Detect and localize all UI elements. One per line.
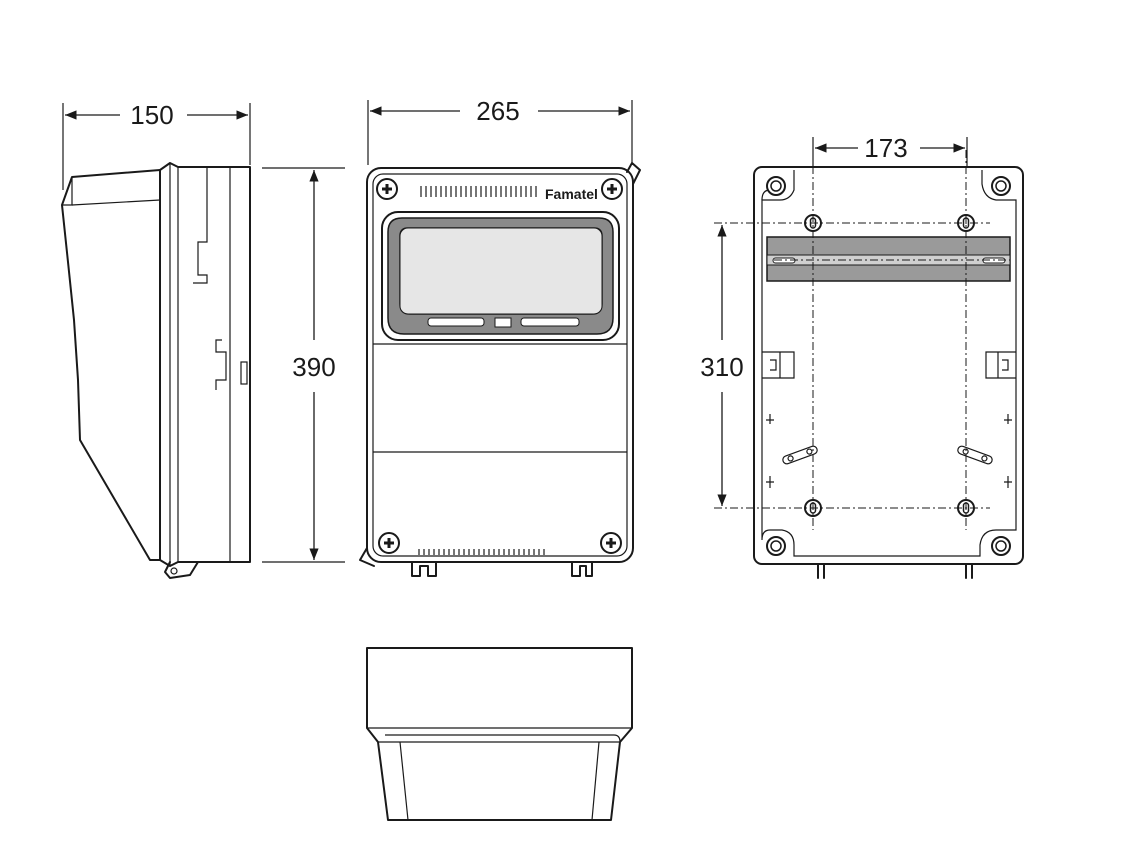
front-width-dimension: 265 [367, 96, 633, 165]
side-view: 150 [61, 100, 251, 579]
cable-tie-icon [782, 445, 818, 465]
back-hole-height-dimension: 310 [700, 225, 744, 506]
top-vent [420, 186, 537, 197]
front-width-label: 265 [476, 96, 519, 126]
mounting-hole-icon [766, 536, 786, 556]
mounting-hole-icon [991, 176, 1011, 196]
mounting-hole-icon [991, 536, 1011, 556]
back-hole-spacing-dimension: 173 [812, 133, 968, 168]
front-window-frame [381, 211, 620, 341]
cable-tie-icon [957, 445, 993, 465]
screw-icon [599, 531, 623, 555]
front-height-label: 390 [292, 352, 335, 382]
side-depth-dimension: 150 [62, 100, 251, 190]
front-view: 265 390 Famatel [262, 96, 641, 577]
side-body-outline [61, 169, 161, 561]
back-view: 173 310 [700, 133, 1024, 579]
bottom-vent [418, 549, 545, 555]
front-enclosure [366, 167, 634, 563]
back-hole-spacing-label: 173 [864, 133, 907, 163]
side-cover [159, 162, 251, 567]
screw-icon [377, 531, 401, 555]
mounting-hole-icon [766, 176, 786, 196]
side-depth-label: 150 [130, 100, 173, 130]
back-hole-height-label: 310 [700, 352, 743, 382]
bottom-view [366, 647, 633, 821]
brand-logo-text: Famatel [545, 186, 598, 202]
bottom-enclosure [366, 647, 633, 821]
screw-icon [600, 177, 624, 201]
back-enclosure [753, 166, 1024, 565]
screw-icon [375, 177, 399, 201]
front-height-dimension: 390 [262, 167, 345, 563]
